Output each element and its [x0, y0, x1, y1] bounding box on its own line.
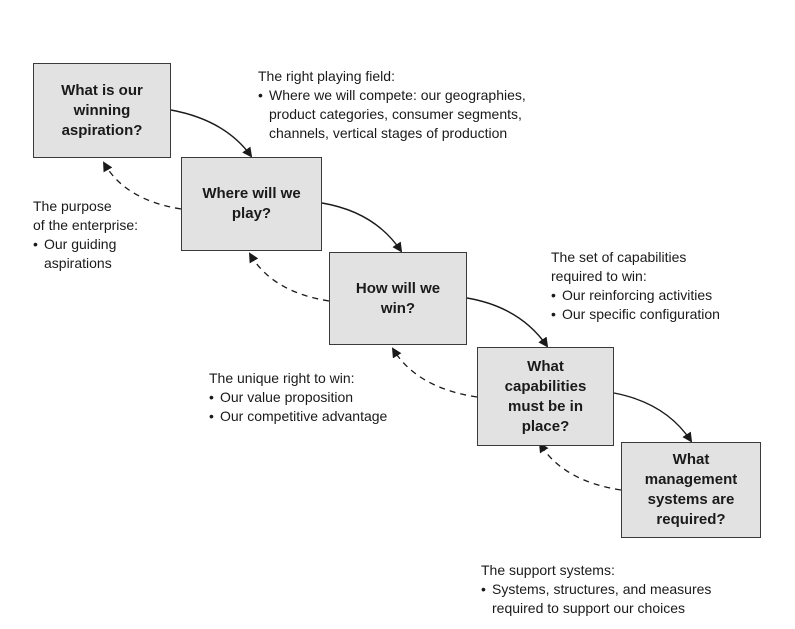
note-purpose: The purpose of the enterprise: Our guidi…	[33, 197, 138, 273]
feedback-arrow	[538, 442, 622, 491]
note-item: Our guiding aspirations	[33, 235, 138, 273]
feedback-arrow	[391, 347, 478, 398]
note-heading: The right playing field:	[258, 68, 395, 84]
step-label: What capabilities must be in place?	[504, 357, 587, 435]
note-item: Our reinforcing activities	[551, 286, 720, 305]
note-item: Our competitive advantage	[209, 407, 387, 426]
feedback-arrow	[248, 252, 330, 302]
forward-arrow	[466, 297, 549, 348]
note-list: Where we will compete: our geographies, …	[258, 86, 526, 143]
note-support-systems: The support systems: Systems, structures…	[481, 561, 711, 618]
step-label: Where will we play?	[202, 185, 301, 222]
forward-arrow	[170, 109, 253, 158]
forward-arrow	[613, 392, 693, 443]
note-playing-field: The right playing field: Where we will c…	[258, 67, 526, 143]
note-item: Our specific configuration	[551, 305, 720, 324]
step-capabilities: What capabilities must be in place?	[477, 347, 614, 446]
step-management-systems: What management systems are required?	[621, 442, 761, 538]
note-list: Our value proposition Our competitive ad…	[209, 388, 387, 426]
note-heading: The support systems:	[481, 562, 615, 578]
note-list: Our guiding aspirations	[33, 235, 138, 273]
step-label: How will we win?	[355, 279, 441, 317]
forward-arrow	[321, 202, 403, 253]
note-item: Our value proposition	[209, 388, 387, 407]
note-heading: The set of capabilities required to win:	[551, 249, 687, 284]
note-right-to-win: The unique right to win: Our value propo…	[209, 369, 387, 426]
step-label: What is our winning aspiration?	[61, 81, 143, 139]
note-heading: The unique right to win:	[209, 370, 355, 386]
note-item: Where we will compete: our geographies, …	[258, 86, 526, 143]
note-list: Systems, structures, and measures requir…	[481, 580, 711, 618]
note-list: Our reinforcing activities Our specific …	[551, 286, 720, 324]
note-heading: The purpose of the enterprise:	[33, 198, 139, 233]
note-capabilities: The set of capabilities required to win:…	[551, 248, 720, 324]
note-item: Systems, structures, and measures requir…	[481, 580, 711, 618]
step-label: What management systems are required?	[644, 451, 738, 528]
step-how-to-win: How will we win?	[329, 252, 467, 345]
step-winning-aspiration: What is our winning aspiration?	[33, 63, 171, 158]
step-where-to-play: Where will we play?	[181, 157, 322, 251]
